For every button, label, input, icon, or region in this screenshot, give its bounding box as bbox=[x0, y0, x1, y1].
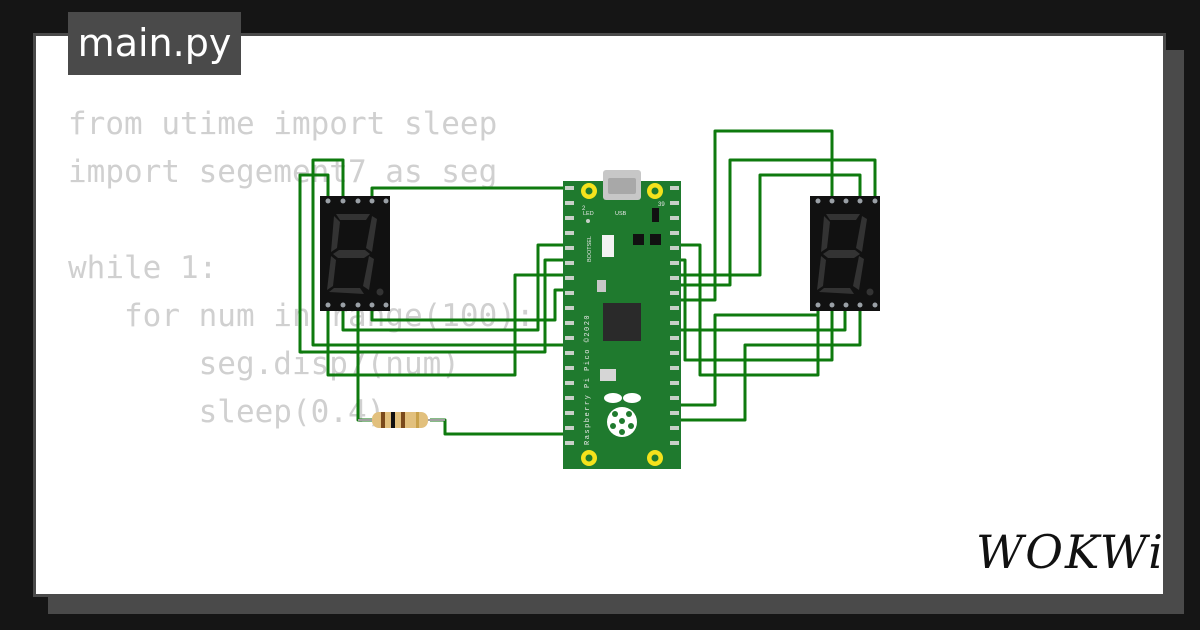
led-label: LED bbox=[583, 211, 594, 217]
wire[interactable] bbox=[668, 310, 862, 422]
pin-row-right bbox=[670, 186, 679, 445]
wire[interactable] bbox=[668, 243, 820, 377]
seven-segment-display-left[interactable] bbox=[320, 196, 390, 311]
chip bbox=[650, 234, 661, 245]
wire[interactable] bbox=[668, 310, 847, 332]
wire[interactable] bbox=[668, 129, 834, 302]
raspberry-pi-pico-board[interactable]: 2 39 LED USB BOOTSEL Raspberry Pi Pico ©… bbox=[563, 170, 681, 469]
pin-row-left bbox=[565, 186, 574, 445]
wire[interactable] bbox=[430, 418, 572, 436]
wire[interactable] bbox=[668, 173, 862, 277]
pin-number-label: 39 bbox=[658, 202, 665, 208]
wire[interactable] bbox=[298, 173, 572, 354]
pin-number-label: 2 bbox=[582, 206, 586, 212]
wokwi-logo[interactable]: WOKWi bbox=[976, 525, 1165, 579]
code-line: from utime import sleep bbox=[68, 106, 498, 142]
rp2040-chip bbox=[603, 303, 641, 341]
wire[interactable] bbox=[356, 310, 372, 422]
component bbox=[600, 369, 616, 381]
wire[interactable] bbox=[311, 158, 572, 347]
code-line: sleep(0.4) bbox=[68, 394, 386, 430]
wire[interactable] bbox=[668, 158, 877, 287]
wire[interactable] bbox=[326, 273, 572, 377]
bootsel-button[interactable] bbox=[602, 235, 614, 257]
bootsel-label: BOOTSEL bbox=[587, 236, 593, 262]
chip bbox=[652, 208, 659, 222]
usb-label: USB bbox=[615, 211, 627, 217]
board-silkscreen-name: Raspberry Pi Pico ©2020 bbox=[583, 314, 592, 445]
wire[interactable] bbox=[370, 288, 572, 322]
chip bbox=[633, 234, 644, 245]
wire[interactable] bbox=[370, 186, 572, 196]
raspberry-logo-icon bbox=[604, 393, 641, 437]
file-tab[interactable]: main.py bbox=[68, 12, 241, 75]
component bbox=[597, 280, 606, 292]
resistor[interactable] bbox=[358, 412, 445, 428]
led-indicator bbox=[586, 219, 590, 223]
seven-segment-display-right[interactable] bbox=[810, 196, 880, 311]
wire[interactable] bbox=[341, 243, 572, 332]
code-line: while 1: bbox=[68, 250, 218, 286]
